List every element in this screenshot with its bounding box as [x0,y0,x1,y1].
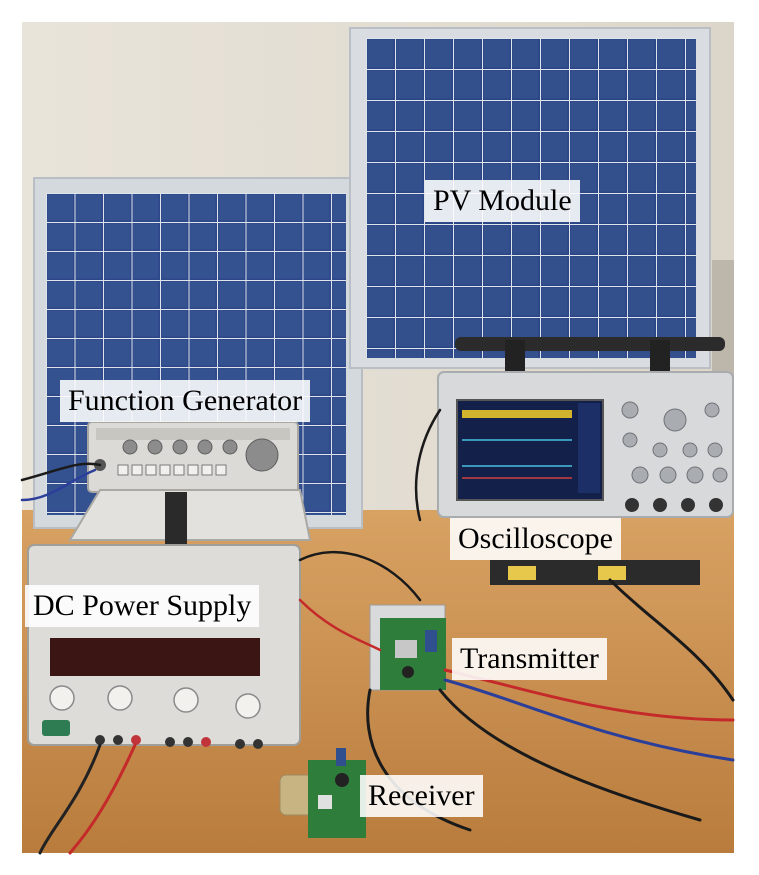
transmitter-board [369,604,446,691]
background-object [712,260,734,380]
oscilloscope-device [437,337,734,585]
function-generator-label: Function Generator [60,380,311,422]
receiver-label: Receiver [360,775,483,817]
dc-power-supply-label: DC Power Supply [25,585,260,627]
transmitter-label: Transmitter [452,638,607,680]
oscilloscope-label: Oscilloscope [450,518,621,560]
receiver-board [279,748,366,838]
function-generator-device [87,421,299,493]
pv-module-label: PV Module [425,180,580,222]
